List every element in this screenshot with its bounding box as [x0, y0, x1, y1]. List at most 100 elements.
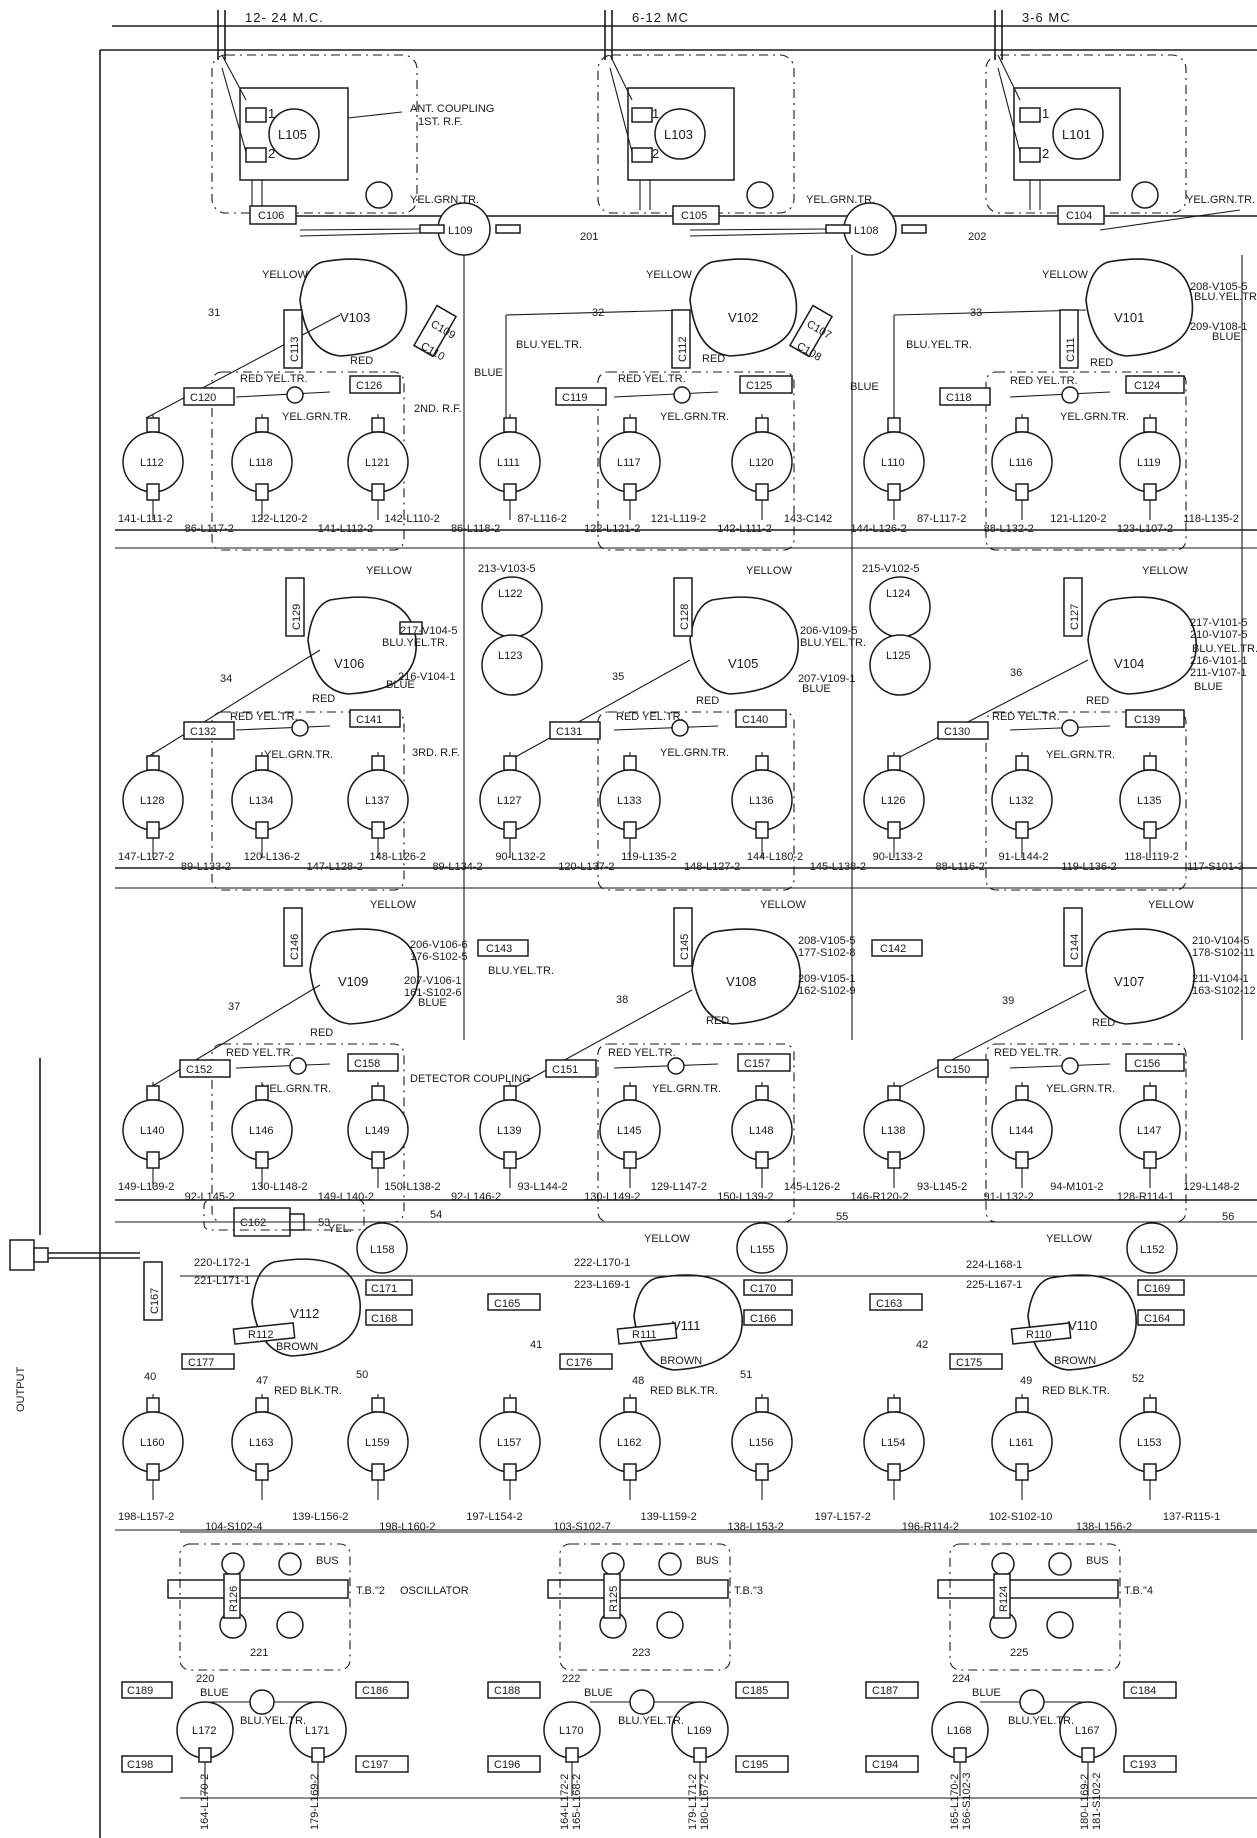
osc-tag-225: 225-L167-1 [966, 1279, 1022, 1291]
coil-L153: L153 [1119, 1394, 1181, 1500]
coil-L139: L139 [479, 1082, 541, 1188]
wire-tag-r4-12: 137-R115-1 [1163, 1511, 1220, 1523]
coil-L161: L161 [991, 1394, 1053, 1500]
bottom-tag-181-S102-2: 181-S102-2 [1091, 1773, 1103, 1831]
coil-label-L111: L111 [497, 457, 520, 469]
wire-tag-r3-13: 91-L132-2 [984, 1191, 1034, 1203]
cap-C132: C132 [190, 726, 216, 738]
cap-C167: C167 [149, 1288, 161, 1314]
cap-C128: C128 [679, 604, 691, 630]
red-blk-tr-1: RED BLK.TR. [274, 1385, 342, 1397]
tube-tag-162-S102-9: 162-S102-9 [798, 985, 856, 997]
tube-tag-211-V107-1: 211-V107-1 [1190, 667, 1247, 679]
brown-label-3: BROWN [1054, 1355, 1096, 1367]
cap-C152: C152 [186, 1064, 212, 1076]
coil-label-L154: L154 [881, 1437, 905, 1449]
wire-tag-r4-9: 196-R114-2 [902, 1521, 959, 1533]
red-label-3: RED [1090, 357, 1113, 369]
tube-rows [115, 255, 1257, 1371]
red-label-9: RED [1092, 1017, 1115, 1029]
cap-C131: C131 [556, 726, 582, 738]
red-label-6: RED [1086, 695, 1109, 707]
tube-V109: V109 [338, 974, 368, 989]
coil-L158: L158 [370, 1244, 394, 1256]
tube-V112: V112 [290, 1306, 319, 1321]
cap-C166: C166 [750, 1313, 776, 1325]
blue-label-2: BLUE [850, 381, 879, 393]
wire-tag-r3-0: 149-L139-2 [118, 1181, 174, 1193]
coil-label-L133: L133 [617, 795, 641, 807]
coil-L155: L155 [750, 1244, 774, 1256]
wire-224: 224 [952, 1673, 970, 1685]
tube-V107: V107 [1114, 974, 1144, 989]
tube-V101: V101 [1114, 310, 1144, 325]
wire-tag-r1-11: 144-L126-2 [850, 523, 906, 535]
blu-yel-tr-6: BLU.YEL.TR. [1192, 643, 1257, 655]
wire-tag-r1-6: 87-L116-2 [518, 513, 567, 525]
mid-coils [481, 576, 931, 696]
cap-C144: C144 [1069, 934, 1081, 960]
wire-tag-r3-4: 150-L138-2 [384, 1181, 440, 1193]
wire-tag-r4-10: 102-S102-10 [989, 1511, 1053, 1523]
wire-31: 31 [208, 307, 220, 319]
wire-tag-r1-12: 87-L117-2 [917, 513, 966, 525]
wire-tag-r2-0: 147-L127-2 [118, 851, 174, 863]
bus-label-2: BUS [696, 1555, 719, 1567]
coil-L121: L121 [347, 414, 409, 520]
yel-grn-tr-3: YEL.GRN.TR. [1186, 194, 1255, 206]
wire-tag-r2-6: 90-L132-2 [495, 851, 545, 863]
coil-label-L118: L118 [249, 457, 273, 469]
tube-V102: V102 [728, 310, 758, 325]
yel-grn-tr-5: YEL.GRN.TR. [660, 411, 729, 423]
osc-tag-223: 223-L169-1 [574, 1279, 630, 1291]
cap-C184: C184 [1130, 1685, 1156, 1697]
cap-C193: C193 [1130, 1759, 1156, 1771]
coil-label-L159: L159 [365, 1437, 389, 1449]
tb4-label: T.B."4 [1124, 1585, 1153, 1597]
cap-C176: C176 [566, 1357, 592, 1369]
coil-L132: L132 [991, 752, 1053, 858]
wire-tag-r3-12: 93-L145-2 [917, 1181, 967, 1193]
wire-tag-r4-11: 138-L156-2 [1076, 1521, 1132, 1533]
cap-C124: C124 [1134, 380, 1160, 392]
coil-L123: L123 [498, 650, 522, 662]
tb2-label: T.B."2 [356, 1585, 385, 1597]
cap-C142: C142 [880, 943, 906, 955]
coil-label-L146: L146 [249, 1125, 273, 1137]
wire-tag-r2-8: 119-L135-2 [621, 851, 676, 863]
coil-L138: L138 [863, 1082, 925, 1188]
wire-225: 225 [1010, 1647, 1028, 1659]
wire-201: 201 [580, 231, 598, 243]
cap-C150: C150 [944, 1064, 970, 1076]
coil-L140: L140 [122, 1082, 184, 1188]
wire-tag-r1-2: 122-L120-2 [251, 513, 307, 525]
coil-L149: L149 [347, 1082, 409, 1188]
blu-yel-tr-10: BLU.YEL.TR. [1008, 1715, 1074, 1727]
tube-tag-207-V109-1: 216-V104-1 [398, 671, 456, 683]
cap-C194: C194 [872, 1759, 898, 1771]
wire-55: 55 [836, 1211, 848, 1223]
coil-label-L162: L162 [617, 1437, 641, 1449]
coil-label-L140: L140 [140, 1125, 164, 1137]
tube-V104: V104 [1114, 656, 1144, 671]
coil-L119: L119 [1119, 414, 1181, 520]
oscillator-label: OSCILLATOR [400, 1585, 469, 1597]
coil-label-L157: L157 [497, 1437, 521, 1449]
wire-39: 39 [1002, 995, 1014, 1007]
coil-label-L126: L126 [881, 795, 905, 807]
cap-C177: C177 [188, 1357, 214, 1369]
coil-L163: L163 [231, 1394, 293, 1500]
cap-C157: C157 [744, 1058, 770, 1070]
coil-label-L167: L167 [1075, 1725, 1099, 1737]
cap-C139: C139 [1134, 714, 1160, 726]
cap-C113: C113 [289, 337, 301, 362]
coil-L108: L108 [854, 225, 878, 237]
yel-grn-tr-6: YEL.GRN.TR. [1060, 411, 1129, 423]
coil-L128: L128 [122, 752, 184, 858]
wire-tag-r4-8: 197-L157-2 [815, 1511, 871, 1523]
wire-tag-r4-5: 103-S102-7 [553, 1521, 611, 1533]
wire-tag-r1-3: 141-L112-2 [318, 523, 373, 535]
yel-grn-tr-10: YEL.GRN.TR. [262, 1083, 331, 1095]
coil-L148: L148 [731, 1082, 793, 1188]
coil-L122: L122 [498, 588, 522, 600]
